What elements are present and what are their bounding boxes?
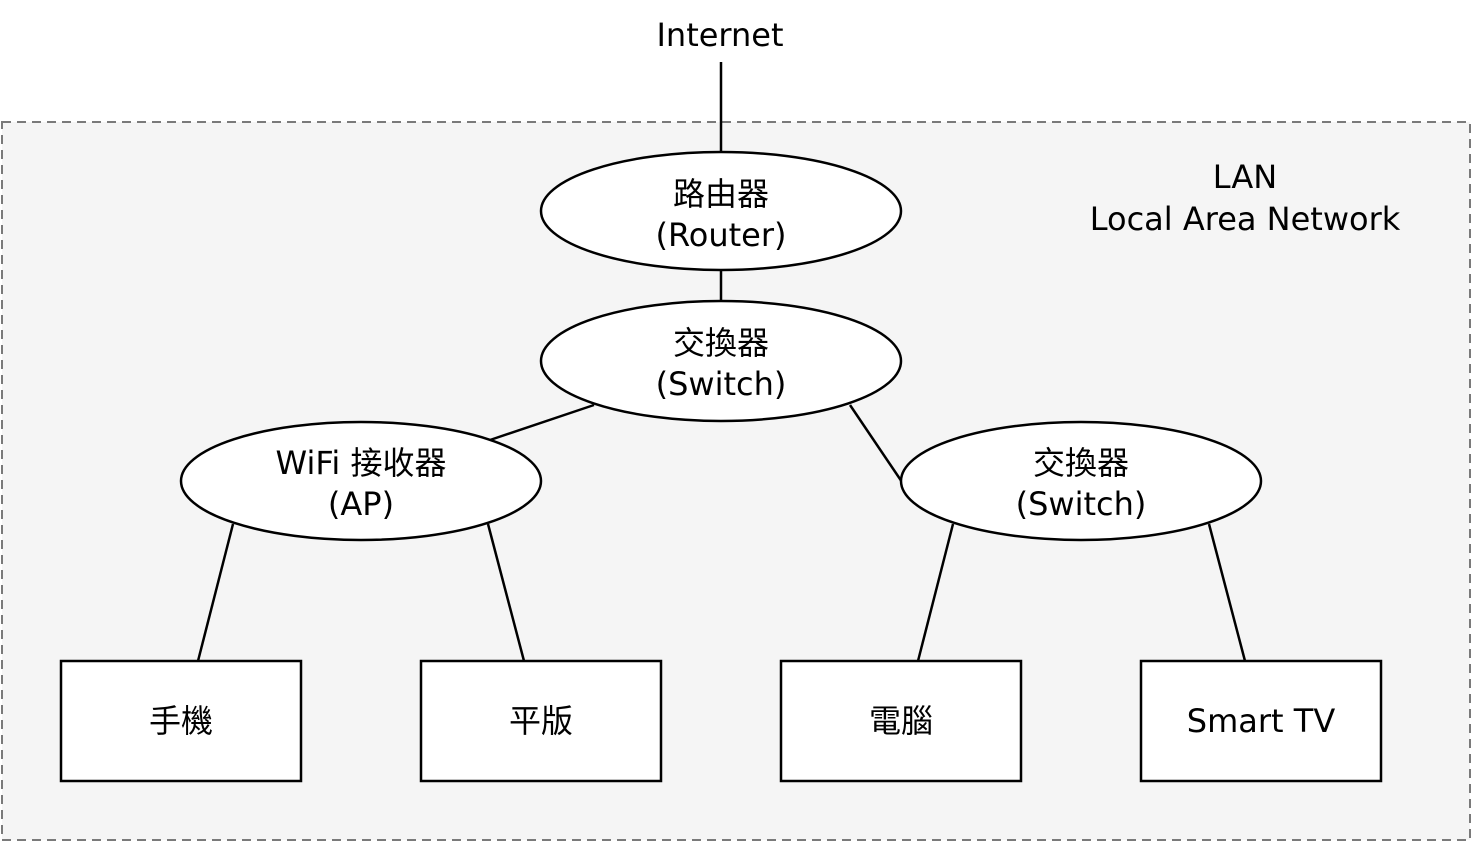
router-node[interactable]: 路由器 (Router) <box>539 150 903 272</box>
tv-box <box>1139 659 1383 783</box>
core-switch-ellipse <box>539 299 903 423</box>
phone-node[interactable]: 手機 <box>59 659 303 783</box>
lan-title: LAN <box>1213 158 1277 196</box>
core-switch-node[interactable]: 交換器 (Switch) <box>539 299 903 423</box>
ap-ellipse <box>179 420 543 542</box>
edge-core-switch-ap <box>489 403 595 442</box>
computer-box <box>779 659 1023 783</box>
computer-label: 電腦 <box>869 702 933 740</box>
tablet-label: 平版 <box>509 702 573 740</box>
router-sublabel: (Router) <box>655 216 786 254</box>
router-ellipse <box>539 150 903 272</box>
phone-box <box>59 659 303 783</box>
edge-switch-sublabel: (Switch) <box>1016 485 1147 523</box>
ap-sublabel: (AP) <box>328 485 394 523</box>
edge-switch-node[interactable]: 交換器 (Switch) <box>899 420 1263 542</box>
edge-switch-label: 交換器 <box>1033 444 1129 482</box>
phone-label: 手機 <box>149 702 213 740</box>
edge-edge-switch-computer <box>916 523 955 662</box>
tablet-node[interactable]: 平版 <box>419 659 663 783</box>
tv-node[interactable]: Smart TV <box>1139 659 1383 783</box>
edge-ap-phone <box>196 523 235 662</box>
ap-node[interactable]: WiFi 接收器 (AP) <box>179 420 543 542</box>
edge-switch-ellipse <box>899 420 1263 542</box>
lan-subtitle: Local Area Network <box>1090 200 1401 238</box>
tv-label: Smart TV <box>1187 702 1336 740</box>
tablet-box <box>419 659 663 783</box>
ap-label: WiFi 接收器 <box>276 444 447 482</box>
edge-ap-tablet <box>486 523 526 662</box>
edge-edge-switch-tv <box>1207 523 1247 662</box>
internet-label: Internet <box>656 16 783 54</box>
edge-core-switch-edge-switch <box>848 404 904 483</box>
computer-node[interactable]: 電腦 <box>779 659 1023 783</box>
connections <box>196 62 1247 662</box>
router-label: 路由器 <box>673 175 769 213</box>
core-switch-sublabel: (Switch) <box>656 365 787 403</box>
core-switch-label: 交換器 <box>673 324 769 362</box>
